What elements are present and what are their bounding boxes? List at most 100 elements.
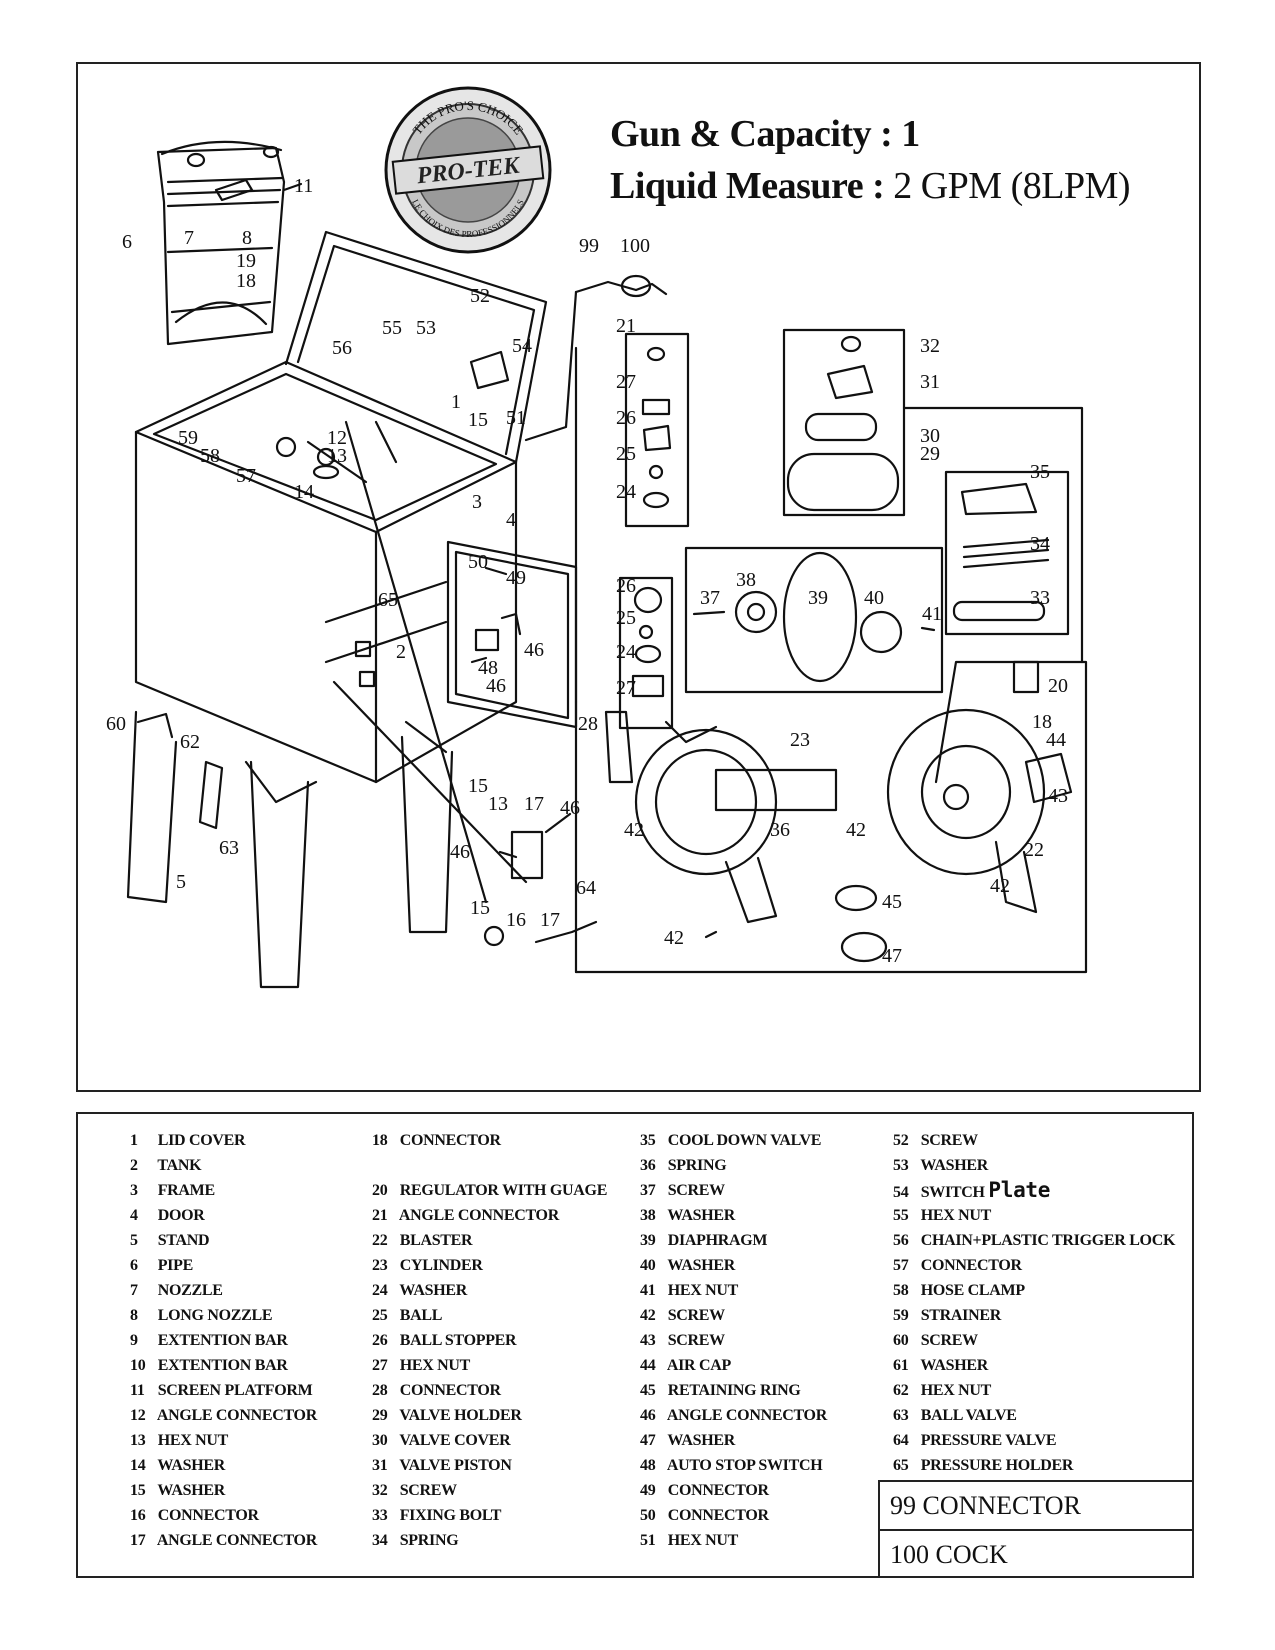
part-row: 33 FIXING BOLT: [372, 1503, 607, 1528]
svg-text:99: 99: [579, 235, 599, 257]
part-number: 52: [893, 1132, 909, 1149]
part-number: 36: [640, 1157, 656, 1174]
part-number: 21: [372, 1207, 388, 1224]
part-row: 60 SCREW: [893, 1328, 1175, 1353]
part-number: 57: [893, 1257, 909, 1274]
part-name: WASHER: [157, 1482, 225, 1499]
part-row: 8 LONG NOZZLE: [130, 1303, 317, 1328]
part-number: 6: [130, 1257, 138, 1274]
spec-title: Gun & Capacity : 1 Liquid Measure : 2 GP…: [610, 108, 1131, 212]
part-row: 38 WASHER: [640, 1203, 827, 1228]
part-number: 39: [640, 1232, 656, 1249]
part-name: SWITCH: [920, 1184, 985, 1201]
part-name: WASHER: [920, 1157, 988, 1174]
part-name: ANGLE CONNECTOR: [156, 1407, 317, 1424]
part-row: 51 HEX NUT: [640, 1528, 827, 1553]
svg-text:38: 38: [736, 569, 756, 591]
svg-text:22: 22: [1024, 839, 1044, 861]
part-name: TANK: [157, 1157, 202, 1174]
part-row: 7 NOZZLE: [130, 1278, 317, 1303]
part-number: 61: [893, 1357, 909, 1374]
part-name: WASHER: [667, 1207, 735, 1224]
part-row: 17 ANGLE CONNECTOR: [130, 1528, 317, 1553]
svg-text:1: 1: [451, 391, 461, 413]
part-number: 53: [893, 1157, 909, 1174]
svg-text:54: 54: [512, 335, 532, 357]
part-name: CHAIN+PLASTIC TRIGGER LOCK: [920, 1232, 1176, 1249]
svg-text:42: 42: [664, 927, 684, 949]
svg-text:6: 6: [122, 231, 132, 253]
part-name: WASHER: [399, 1282, 467, 1299]
part-row: 42 SCREW: [640, 1303, 827, 1328]
part-number: 40: [640, 1257, 656, 1274]
part-number: 58: [893, 1282, 909, 1299]
part-row: 25 BALL: [372, 1303, 607, 1328]
part-name: CONNECTOR: [667, 1507, 769, 1524]
parts-list-frame: [76, 1112, 1194, 1578]
part-number: 26: [372, 1332, 388, 1349]
part-row: 9 EXTENTION BAR: [130, 1328, 317, 1353]
part-name: WASHER: [667, 1257, 735, 1274]
part-number: 55: [893, 1207, 909, 1224]
part-number: 62: [893, 1382, 909, 1399]
part-row: 52 SCREW: [893, 1128, 1175, 1153]
part-row: 63 BALL VALVE: [893, 1403, 1175, 1428]
part-row: 23 CYLINDER: [372, 1253, 607, 1278]
part-row: 54 SWITCH Plate: [893, 1178, 1175, 1203]
part-row: 36 SPRING: [640, 1153, 827, 1178]
svg-text:42: 42: [846, 819, 866, 841]
part-name: SPRING: [399, 1532, 459, 1549]
part-name: WASHER: [157, 1457, 225, 1474]
svg-text:3: 3: [472, 491, 482, 513]
part-number: 49: [640, 1482, 656, 1499]
part-number: 29: [372, 1407, 388, 1424]
part-name: REGULATOR WITH GUAGE: [399, 1182, 608, 1199]
svg-text:49: 49: [506, 567, 526, 589]
svg-text:26: 26: [616, 575, 636, 597]
part-number: 42: [640, 1307, 656, 1324]
part-row: 48 AUTO STOP SWITCH: [640, 1453, 827, 1478]
svg-text:58: 58: [200, 445, 220, 467]
part-number: 17: [130, 1532, 146, 1549]
part-name: NOZZLE: [157, 1282, 223, 1299]
svg-text:35: 35: [1030, 461, 1050, 483]
part-number: 44: [640, 1357, 656, 1374]
part-number: 30: [372, 1432, 388, 1449]
part-number: 33: [372, 1507, 388, 1524]
part-number: 18: [372, 1132, 388, 1149]
part-name: CONNECTOR: [399, 1132, 501, 1149]
stand-drawing: [126, 710, 454, 989]
svg-text:23: 23: [790, 729, 810, 751]
svg-text:15: 15: [468, 409, 488, 431]
part-number: 25: [372, 1307, 388, 1324]
part-name: WASHER: [920, 1357, 988, 1374]
capacity-line: Gun & Capacity : 1: [610, 108, 1130, 160]
svg-text:27: 27: [616, 677, 636, 699]
svg-text:21: 21: [616, 315, 636, 337]
part-number: 51: [640, 1532, 656, 1549]
part-row: 44 AIR CAP: [640, 1353, 827, 1378]
part-number: 8: [130, 1307, 138, 1324]
part-row: 49 CONNECTOR: [640, 1478, 827, 1503]
part-name: HEX NUT: [920, 1382, 992, 1399]
svg-text:13: 13: [327, 445, 347, 467]
part-name: EXTENTION BAR: [157, 1332, 288, 1349]
part-number: 12: [130, 1407, 146, 1424]
part-name: SPRING: [667, 1157, 727, 1174]
svg-text:44: 44: [1046, 729, 1066, 751]
part-row: 31 VALVE PISTON: [372, 1453, 607, 1478]
part-number: 14: [130, 1457, 146, 1474]
part-row: 24 WASHER: [372, 1278, 607, 1303]
svg-text:56: 56: [332, 337, 352, 359]
svg-text:40: 40: [864, 587, 884, 609]
part-row: 18 CONNECTOR: [372, 1128, 607, 1153]
part-number: 4: [130, 1207, 138, 1224]
part-row: 45 RETAINING RING: [640, 1378, 827, 1403]
svg-text:32: 32: [920, 335, 940, 357]
part-number: 34: [372, 1532, 388, 1549]
part-row: 35 COOL DOWN VALVE: [640, 1128, 827, 1153]
callout-numbers: 11 6 7 8 19 18 99 100 52 54 55 53 56 1 1…: [106, 175, 1068, 967]
special-parts-box: 99 CONNECTOR 100 COCK: [878, 1480, 1194, 1578]
part-number: 3: [130, 1182, 138, 1199]
